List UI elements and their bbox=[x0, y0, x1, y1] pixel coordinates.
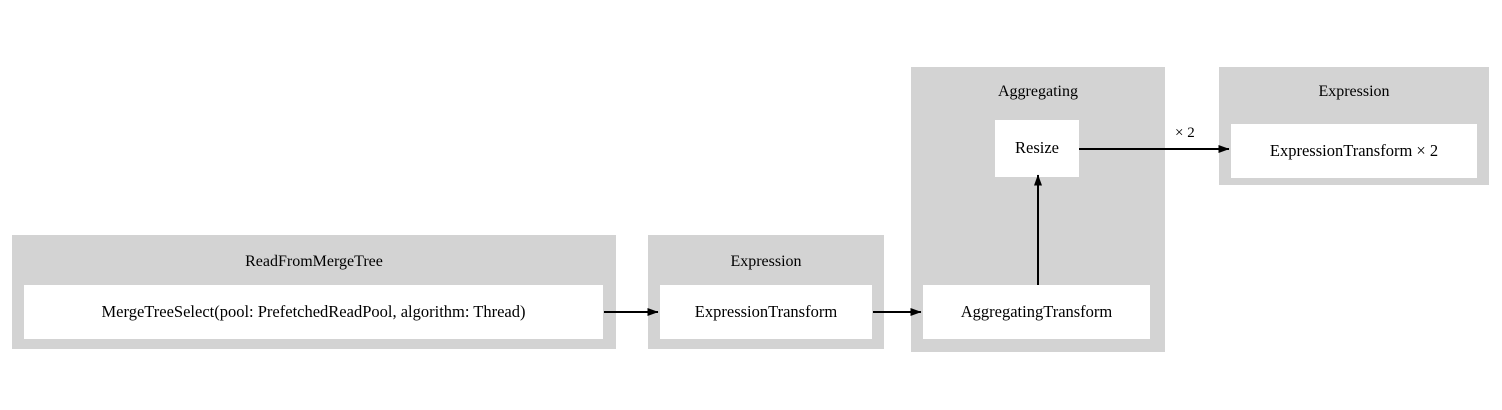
node-label-merge-tree-select: MergeTreeSelect(pool: PrefetchedReadPool… bbox=[101, 301, 526, 321]
node-label-expression-transform-x2: ExpressionTransform × 2 bbox=[1269, 140, 1439, 160]
cluster-label-expression-lower: Expression bbox=[730, 253, 802, 270]
node-aggregating-transform[interactable]: AggregatingTransform bbox=[923, 285, 1150, 339]
node-label-expression-transform: ExpressionTransform bbox=[694, 301, 838, 321]
cluster-label-read-from-merge-tree: ReadFromMergeTree bbox=[245, 253, 383, 270]
node-resize[interactable]: Resize bbox=[995, 120, 1079, 177]
node-expression-transform[interactable]: ExpressionTransform bbox=[660, 285, 872, 339]
edge-label-resize-to-expression-transform-x2: × 2 bbox=[1175, 125, 1195, 141]
node-merge-tree-select[interactable]: MergeTreeSelect(pool: PrefetchedReadPool… bbox=[24, 285, 603, 339]
cluster-label-aggregating: Aggregating bbox=[998, 83, 1078, 100]
cluster-label-expression-upper: Expression bbox=[1318, 83, 1390, 100]
node-label-aggregating-transform: AggregatingTransform bbox=[960, 301, 1113, 321]
node-label-resize: Resize bbox=[1015, 138, 1059, 158]
node-expression-transform-x2[interactable]: ExpressionTransform × 2 bbox=[1231, 124, 1477, 178]
